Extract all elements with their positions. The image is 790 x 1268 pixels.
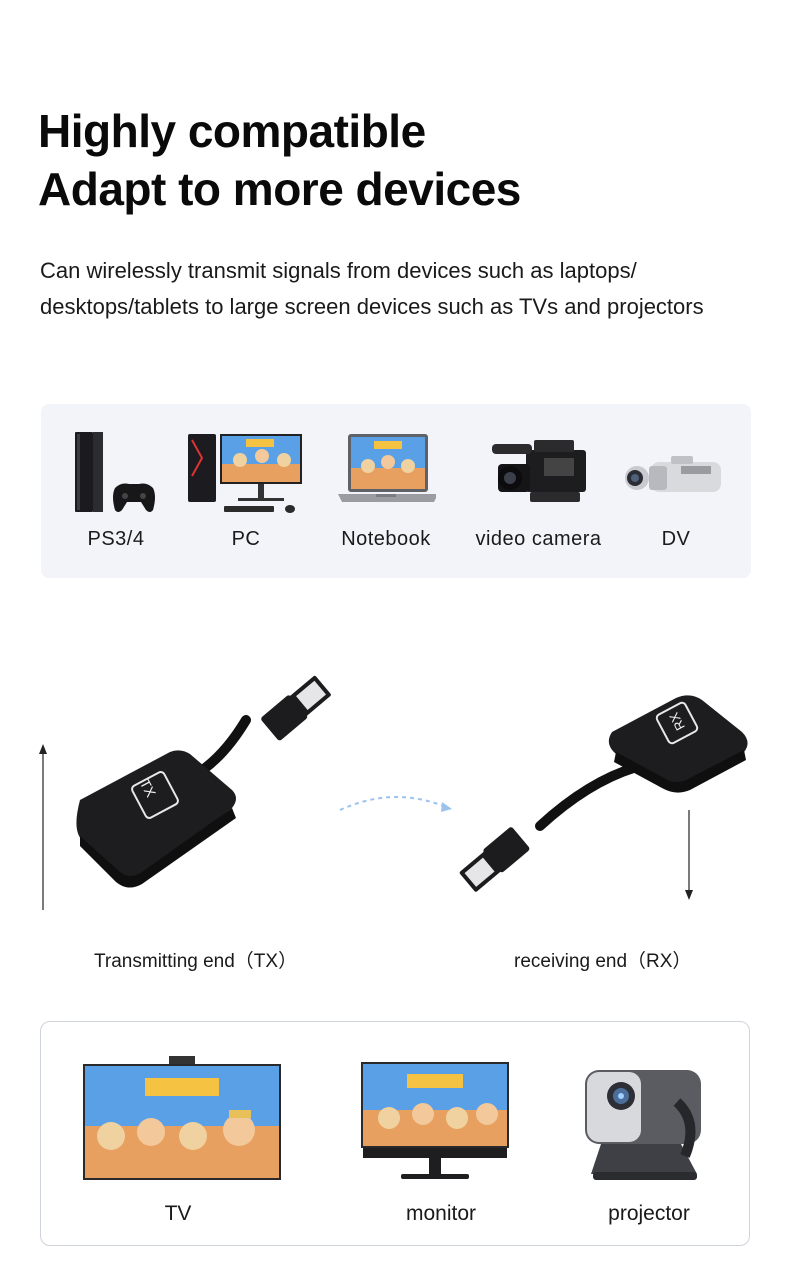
description-line-1: Can wirelessly transmit signals from dev…: [40, 258, 637, 283]
source-devices-panel: PS3/4 PC Notebook: [41, 404, 751, 578]
source-dv: DV: [621, 404, 731, 578]
target-monitor: monitor: [341, 1022, 541, 1247]
source-label: DV: [661, 528, 691, 550]
pro-video-camera-icon: [491, 440, 586, 502]
transmitter-caption: Transmitting end（TX）: [94, 951, 298, 972]
source-ps: PS3/4: [41, 404, 191, 578]
dongle-illustration: TX RX Transmitting end（TX） receiving end…: [0, 640, 790, 980]
game-console-icon: [75, 432, 155, 512]
dongle-graphic: [39, 675, 748, 910]
source-label: PC: [231, 528, 261, 550]
source-pc: PC: [176, 404, 316, 578]
headline-line-1: Highly compatible: [38, 105, 426, 157]
up-arrow-head: [39, 744, 47, 754]
transmitter-dongle: [76, 675, 331, 888]
headline: Highly compatible Adapt to more devices: [38, 102, 521, 218]
tv-icon: [83, 1056, 281, 1180]
signal-arrow: [339, 796, 449, 811]
target-label: projector: [608, 1202, 690, 1225]
target-label: monitor: [405, 1202, 477, 1225]
monitor-icon: [361, 1062, 509, 1179]
description: Can wirelessly transmit signals from dev…: [40, 253, 780, 325]
headline-line-2: Adapt to more devices: [38, 163, 521, 215]
target-tv: TV: [71, 1022, 285, 1247]
target-label: TV: [164, 1202, 192, 1225]
receiver-caption: receiving end（RX）: [514, 951, 692, 972]
description-line-2: desktops/tablets to large screen devices…: [40, 294, 704, 319]
source-label: Notebook: [341, 528, 431, 550]
target-devices-panel: TV monitor projector: [40, 1021, 750, 1246]
handycam-icon: [625, 456, 721, 492]
source-video-camera: video camera: [461, 404, 616, 578]
source-label: video camera: [475, 528, 602, 550]
source-notebook: Notebook: [316, 404, 456, 578]
receiver-dongle: [459, 695, 748, 892]
laptop-icon: [338, 434, 436, 502]
projector-icon: [585, 1070, 701, 1180]
target-projector: projector: [561, 1022, 737, 1247]
down-arrow-head: [685, 890, 693, 900]
source-label: PS3/4: [87, 528, 145, 550]
desktop-pc-icon: [188, 434, 302, 513]
